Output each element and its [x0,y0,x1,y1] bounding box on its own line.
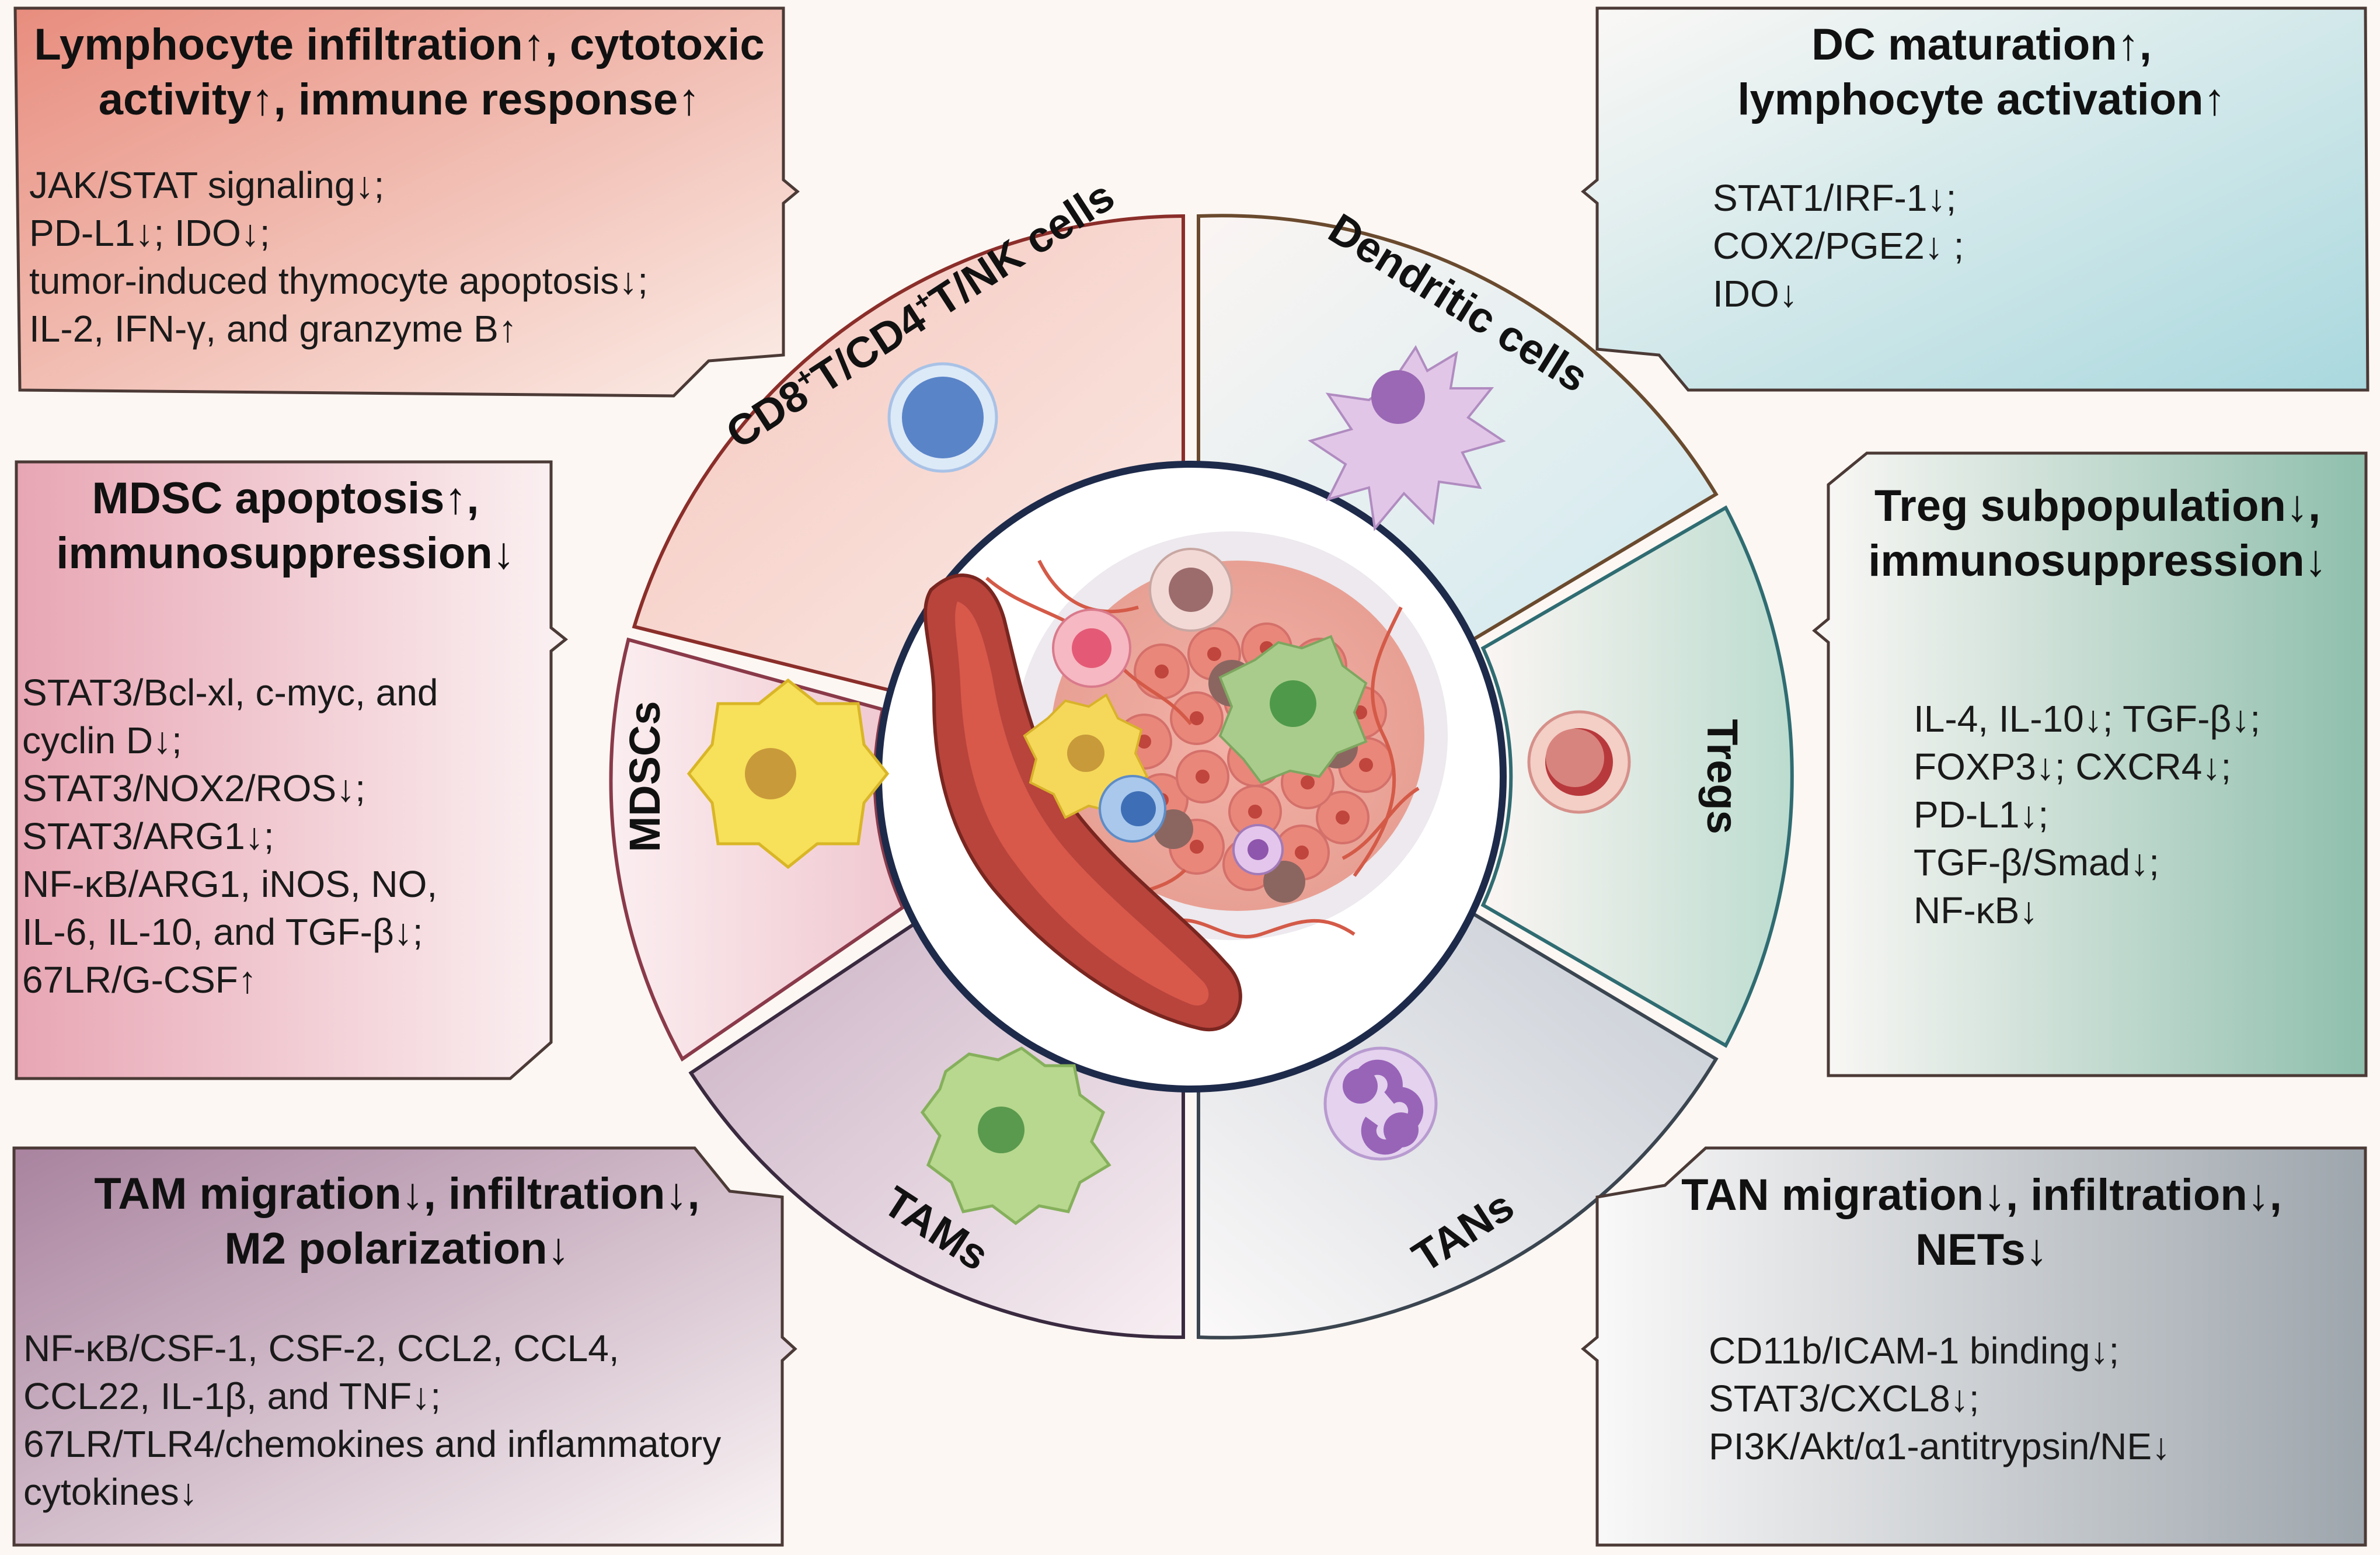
tumor-microenvironment-icon [924,531,1448,1032]
box-tan: TAN migration↓, infiltration↓, NETs↓ CD1… [1581,1144,2374,1550]
box-tam-list: NF-κB/CSF-1, CSF-2, CCL2, CCL4, CCL22, I… [23,1327,722,1513]
dendritic-cell-icon [1308,345,1506,531]
box-treg-title: Treg subpopulation↓, immunosuppression↓ [1868,481,2327,586]
box-tan-list: CD11b/ICAM-1 binding↓; STAT3/CXCL8↓; PI3… [1709,1330,2171,1467]
box-treg-list: IL-4, IL-10↓; TGF-β↓; FOXP3↓; CXCR4↓; PD… [1914,698,2260,931]
box-dendritic-cells: DC maturation↑, lymphocyte activation↑ S… [1581,5,2374,396]
box-mdsc: MDSC apoptosis↑, immunosuppression↓ STAT… [8,458,569,1083]
box-tam: TAM migration↓, infiltration↓, M2 polari… [6,1144,797,1550]
box-dendritic-cells-title: DC maturation↑, lymphocyte activation↑ [1737,20,2226,124]
macrophage-icon [920,1046,1111,1226]
box-treg: Treg subpopulation↓, immunosuppression↓ … [1812,450,2375,1080]
box-lymphocyte: Lymphocyte infiltration↑, cytotoxic acti… [8,5,800,398]
box-lymphocyte-list: JAK/STAT signaling↓; PD-L1↓; IDO↓; tumor… [29,164,649,350]
box-mdsc-title: MDSC apoptosis↑, immunosuppression↓ [56,474,515,578]
label-tregs: Tregs [1698,719,1747,834]
box-lymphocyte-title: Lymphocyte infiltration↑, cytotoxic acti… [34,20,765,124]
sector-tregs [1480,505,1794,1048]
box-mdsc-list: STAT3/Bcl-xl, c-myc, and cyclin D↓; STAT… [22,672,438,1001]
label-mdscs: MDSCs [621,701,669,852]
lymphocyte-icon [887,362,998,473]
box-tan-title: TAN migration↓, infiltration↓, NETs↓ [1681,1170,2282,1275]
treg-cell-icon [1527,710,1631,814]
neutrophil-icon [1323,1046,1438,1161]
mdsc-cell-icon [687,678,890,869]
box-tam-title: TAM migration↓, infiltration↓, M2 polari… [94,1169,700,1274]
box-dendritic-cells-list: STAT1/IRF-1↓; COX2/PGE2↓ ; IDO↓ [1713,177,1964,315]
